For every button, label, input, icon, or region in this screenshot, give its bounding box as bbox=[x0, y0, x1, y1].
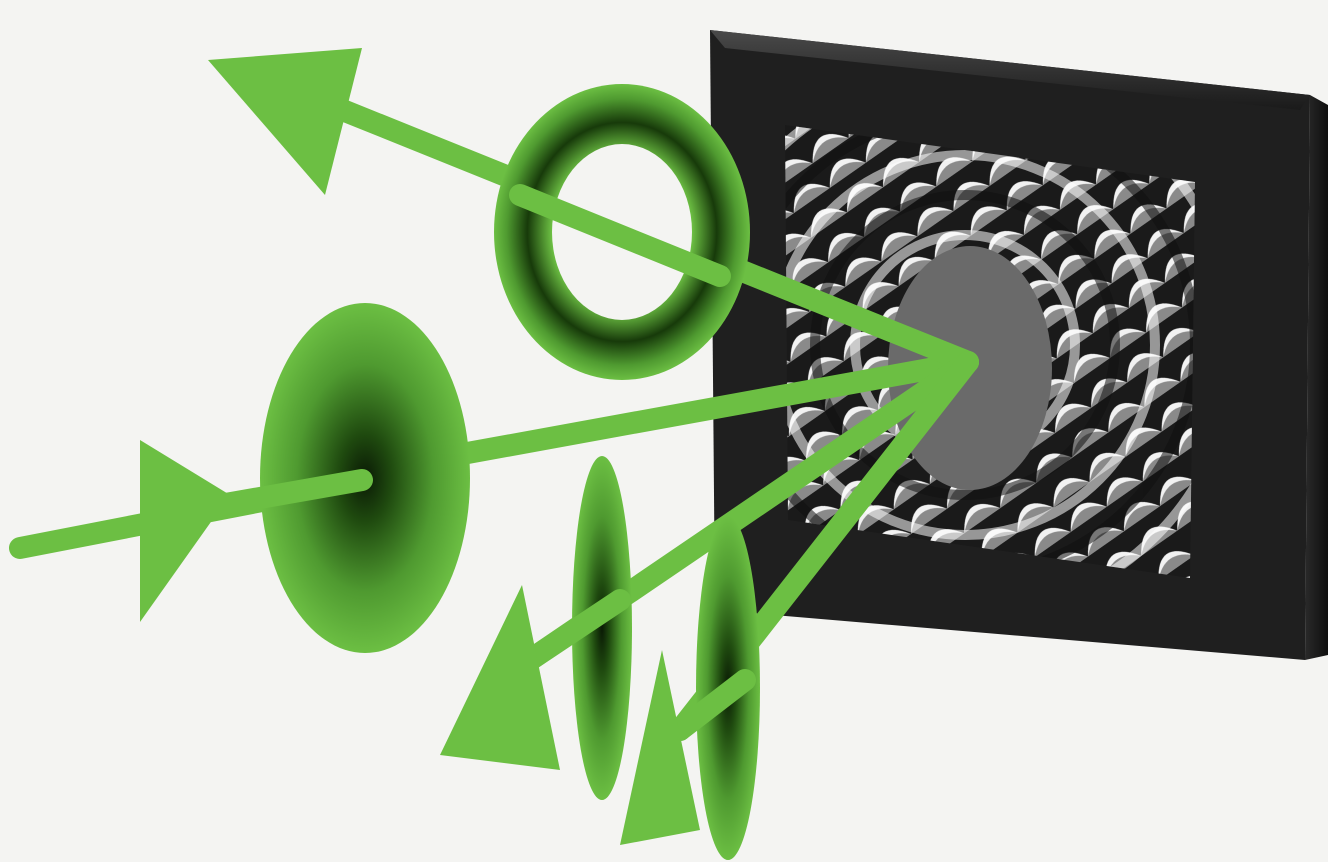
output-arrow-icon-1 bbox=[440, 585, 560, 770]
vortex-arrow-icon bbox=[208, 48, 362, 195]
input-arrow-icon bbox=[140, 440, 230, 622]
output-arrow-icon-2 bbox=[620, 650, 700, 845]
slm-device bbox=[695, 30, 1328, 660]
